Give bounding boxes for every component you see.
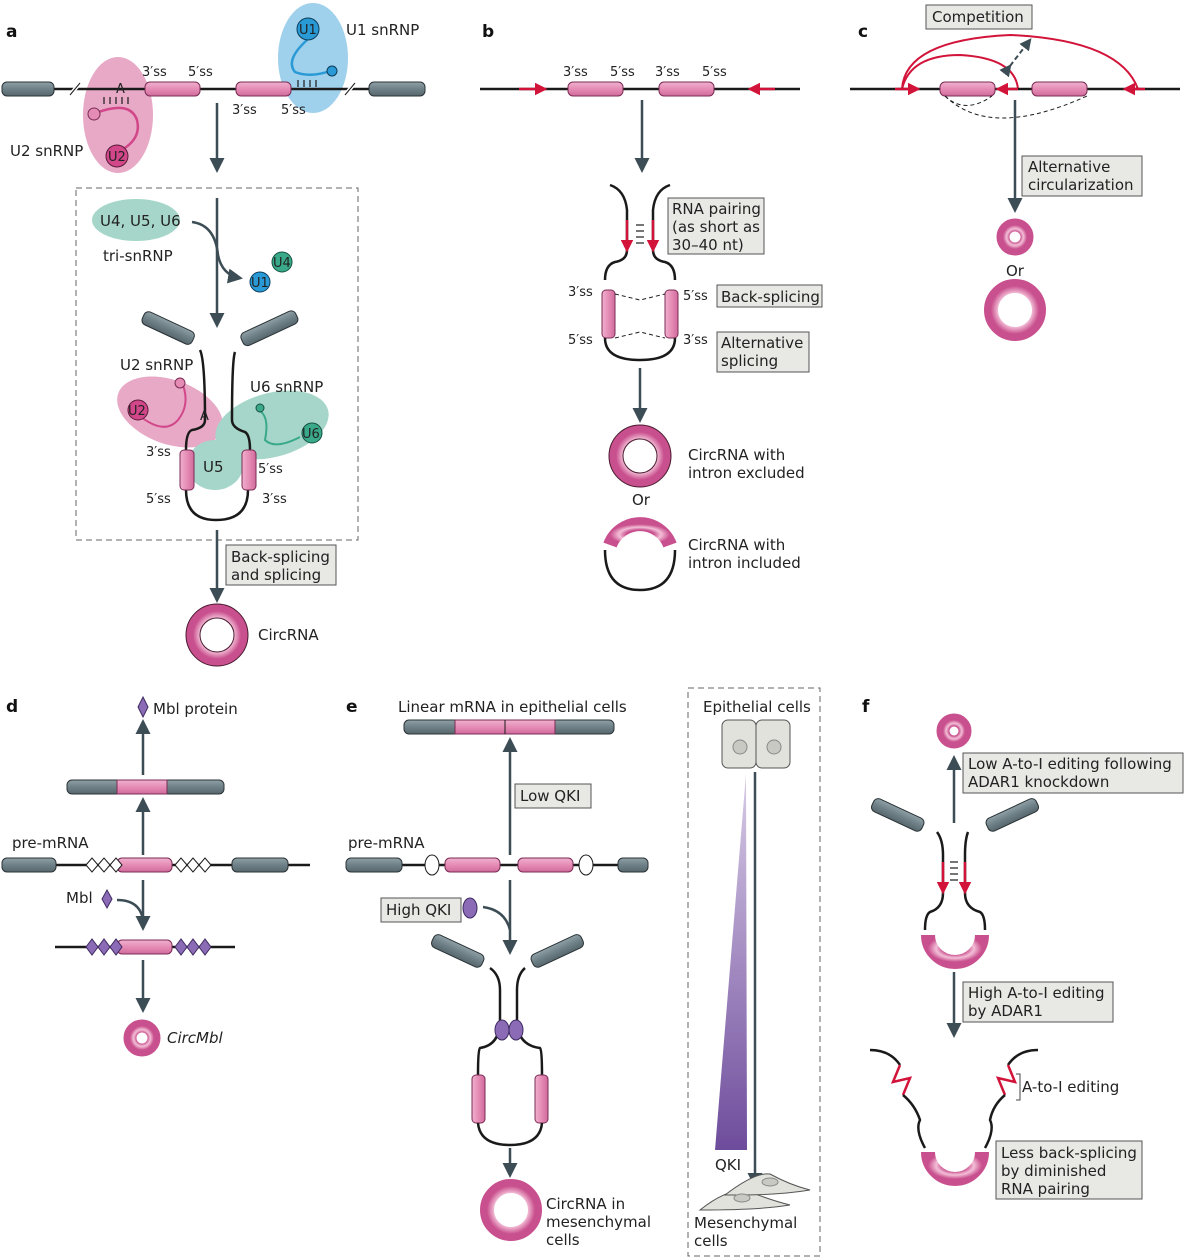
tri-snrnp-blob bbox=[92, 199, 180, 241]
pairing-box-line3: 30–40 nt) bbox=[672, 236, 744, 254]
ss-b-3: 3′ss bbox=[655, 65, 680, 80]
high-editing-box-line2: by ADAR1 bbox=[968, 1002, 1043, 1020]
panel-b-letter: b bbox=[482, 22, 494, 42]
mesenchymal-label-line2: cells bbox=[694, 1232, 728, 1250]
linear-mrna-label: Linear mRNA in epithelial cells bbox=[398, 698, 627, 716]
ss3-right-a: 3′ss bbox=[262, 492, 287, 507]
competition-box: Competition bbox=[932, 8, 1024, 26]
pairing-box-line1: RNA pairing bbox=[672, 200, 761, 218]
ss3-left-b: 3′ss bbox=[568, 285, 593, 300]
alt-circ-box-line1: Alternative bbox=[1028, 158, 1110, 176]
flank-exon-left bbox=[1, 81, 55, 97]
pre-mrna-label-e: pre-mRNA bbox=[348, 834, 425, 852]
circ-mesenchymal-line1: CircRNA in bbox=[546, 1195, 625, 1213]
panel-b: b 3′ss 5′ss 3′ss 5′ss RNA pairing (as sh… bbox=[480, 22, 823, 592]
less-backsplicing-line1: Less back-splicing bbox=[1001, 1144, 1137, 1162]
exon-1 bbox=[144, 81, 201, 97]
panel-c: c Competition Alternative circularizatio… bbox=[850, 4, 1180, 341]
alt-splicing-box-line2: splicing bbox=[721, 352, 778, 370]
u2-node-label-2: U2 bbox=[128, 404, 146, 419]
backsplicing-box-a-line1: Back-splicing bbox=[231, 548, 330, 566]
exon-2 bbox=[235, 81, 292, 97]
backsplicing-box-a-line2: and splicing bbox=[231, 566, 321, 584]
mbl-label: Mbl bbox=[66, 889, 93, 907]
high-editing-box-line1: High A-to-I editing bbox=[968, 984, 1105, 1002]
ss5-top-a: 5′ss bbox=[188, 65, 213, 80]
ss3-top-a: 3′ss bbox=[142, 65, 167, 80]
circ-included-line2: intron included bbox=[688, 554, 801, 572]
panel-d: d Mbl protein pre-mRNA Mbl CircMbl bbox=[1, 695, 310, 1057]
circ-mesenchymal-line2: mesenchymal bbox=[546, 1213, 651, 1231]
panel-c-letter: c bbox=[858, 22, 868, 42]
ss3-bot-a: 3′ss bbox=[232, 103, 257, 118]
u6-node-label: U6 bbox=[302, 427, 320, 442]
circ-mesenchymal-line3: cells bbox=[546, 1231, 580, 1249]
qki-gradient-wedge bbox=[715, 774, 747, 1150]
epithelial-cells-label: Epithelial cells bbox=[703, 698, 811, 716]
circ-excluded-line2: intron excluded bbox=[688, 464, 805, 482]
circ-included-line1: CircRNA with bbox=[688, 536, 785, 554]
u1-released-label: U1 bbox=[251, 276, 269, 291]
alt-splicing-box-line1: Alternative bbox=[721, 334, 803, 352]
ss-b-4: 5′ss bbox=[702, 65, 727, 80]
panel-f: f Low A-to-I editing following ADAR1 kno… bbox=[862, 697, 1184, 1200]
low-qki-box: Low QKI bbox=[520, 787, 580, 805]
u6-snrnp-label: U6 snRNP bbox=[250, 378, 323, 396]
or-c: Or bbox=[1006, 262, 1025, 280]
panel-a: a A U2 U2 snRNP U1 U1 snRNP 3′ss 5′ss 3′… bbox=[1, 3, 426, 667]
ss3-left-a: 3′ss bbox=[146, 445, 171, 460]
alt-circ-box-line2: circularization bbox=[1028, 176, 1134, 194]
panel-d-letter: d bbox=[6, 697, 18, 717]
backsplicing-box-a bbox=[225, 544, 337, 586]
circrna-a bbox=[186, 604, 248, 666]
ss3-right-b: 3′ss bbox=[683, 333, 708, 348]
panel-a-letter: a bbox=[6, 22, 17, 42]
ss5-left-b: 5′ss bbox=[568, 333, 593, 348]
less-backsplicing-line3: RNA pairing bbox=[1001, 1180, 1090, 1198]
branch-point-a2: A bbox=[200, 409, 209, 424]
high-qki-box: High QKI bbox=[386, 901, 451, 919]
ss-b-2: 5′ss bbox=[610, 65, 635, 80]
tri-snrnp-label: tri-snRNP bbox=[103, 247, 173, 265]
less-backsplicing-line2: by diminished bbox=[1001, 1162, 1106, 1180]
backsplicing-box-b: Back-splicing bbox=[721, 288, 820, 306]
mesenchymal-label-line1: Mesenchymal bbox=[694, 1214, 797, 1232]
qki-label: QKI bbox=[715, 1156, 741, 1174]
u4-label: U4 bbox=[273, 256, 291, 271]
u2-snrnp-label: U2 snRNP bbox=[10, 142, 83, 160]
ss5-bot-a: 5′ss bbox=[281, 103, 306, 118]
u1-snrnp-label: U1 snRNP bbox=[346, 21, 419, 39]
circ-excluded-line1: CircRNA with bbox=[688, 446, 785, 464]
u1-node-label: U1 bbox=[299, 23, 317, 38]
circrna-a-label: CircRNA bbox=[258, 626, 319, 644]
branch-point-a: A bbox=[116, 82, 125, 97]
panel-f-letter: f bbox=[862, 697, 870, 717]
flank-exon-right bbox=[368, 81, 426, 97]
u1-snrnp-blob bbox=[278, 3, 348, 113]
panel-e-letter: e bbox=[346, 697, 358, 717]
a-to-i-editing-label: A-to-I editing bbox=[1022, 1078, 1119, 1096]
low-editing-box-line2: ADAR1 knockdown bbox=[968, 773, 1109, 791]
or-b: Or bbox=[632, 491, 651, 509]
u2-snrnp-label-2: U2 snRNP bbox=[120, 356, 193, 374]
u5-label: U5 bbox=[203, 458, 224, 476]
ss5-right-b: 5′ss bbox=[683, 289, 708, 304]
mbl-protein-label: Mbl protein bbox=[153, 700, 238, 718]
ss5-left-a: 5′ss bbox=[146, 492, 171, 507]
ss5-right-a: 5′ss bbox=[258, 462, 283, 477]
pairing-box-line2: (as short as bbox=[672, 218, 760, 236]
panel-e: e Linear mRNA in epithelial cells Low QK… bbox=[345, 687, 821, 1257]
u2-node-label: U2 bbox=[108, 150, 126, 165]
tri-complex-label: U4, U5, U6 bbox=[100, 212, 181, 230]
u2-snrnp-blob bbox=[83, 57, 153, 173]
pre-mrna-label-d: pre-mRNA bbox=[12, 834, 89, 852]
ss-b-1: 3′ss bbox=[563, 65, 588, 80]
circmbl-label: CircMbl bbox=[167, 1029, 224, 1047]
low-editing-box-line1: Low A-to-I editing following bbox=[968, 755, 1172, 773]
